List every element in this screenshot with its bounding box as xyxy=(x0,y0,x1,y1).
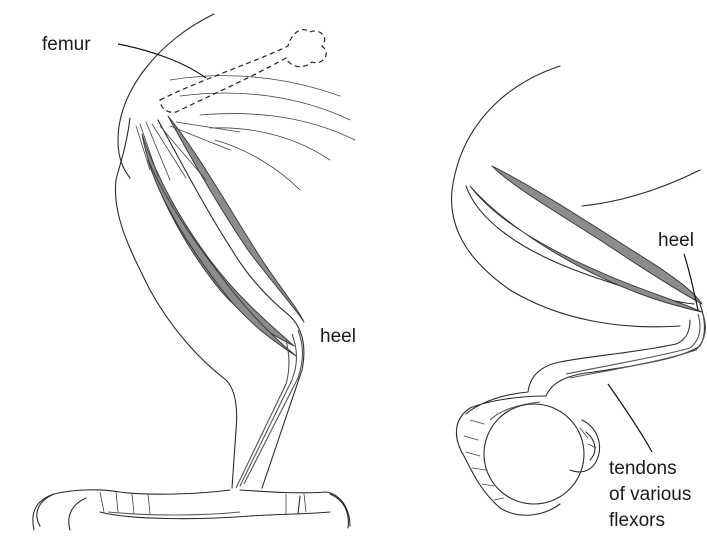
right-back-outline xyxy=(582,170,700,206)
heel-right-pointer xyxy=(684,254,698,310)
right-body-outline xyxy=(452,66,680,327)
heel-label-right: heel xyxy=(658,230,694,251)
left-foot-outline xyxy=(37,490,350,526)
right-toe-tendon xyxy=(490,402,540,420)
tendons-label-line1: tendons xyxy=(609,458,677,479)
left-muscle-3 xyxy=(148,160,296,356)
left-thigh-outline xyxy=(115,118,236,488)
left-tendon-c xyxy=(236,340,289,488)
tendons-pointer xyxy=(608,384,652,452)
right-tendon-a xyxy=(570,312,705,378)
tendons-label-line3: flexors xyxy=(609,510,665,531)
left-body-outline xyxy=(118,14,214,178)
left-body-feather-lines xyxy=(170,76,355,190)
right-toes-outline xyxy=(456,392,599,515)
right-tendon-b xyxy=(566,314,700,374)
femur-bone xyxy=(160,30,326,113)
right-shank-inner xyxy=(528,320,690,392)
heel-label-left: heel xyxy=(320,326,356,347)
left-leg xyxy=(33,14,355,530)
left-toe-claws xyxy=(33,494,349,530)
left-toe-scales xyxy=(100,492,306,514)
left-foot-tendon xyxy=(108,512,240,515)
left-shank-front xyxy=(158,120,304,488)
right-leg xyxy=(452,66,706,515)
tendons-label-line2: of various xyxy=(609,484,691,505)
femur-label: femur xyxy=(42,34,91,55)
femur-pointer xyxy=(118,44,206,78)
grasped-ball xyxy=(484,404,584,504)
right-toe-scales xyxy=(464,420,596,500)
